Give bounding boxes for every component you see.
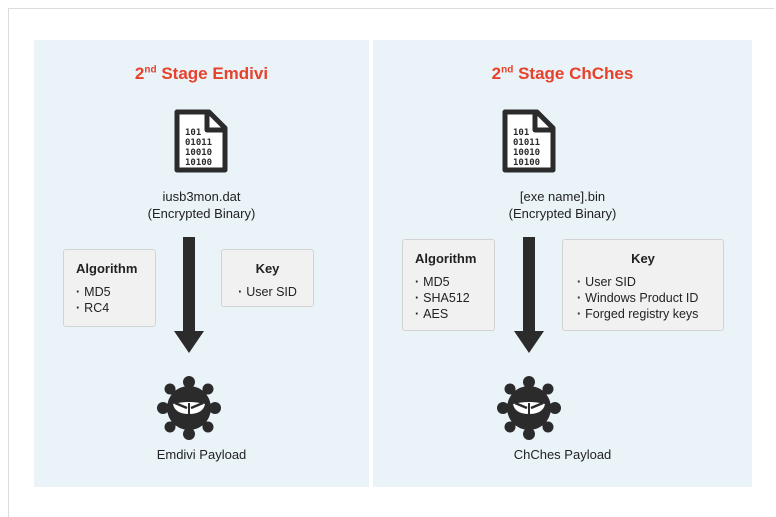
down-arrow-icon bbox=[514, 237, 544, 353]
key-title: Key bbox=[631, 251, 655, 266]
list-item: MD5 bbox=[76, 284, 143, 300]
list-item: Forged registry keys bbox=[577, 306, 709, 322]
emdivi-algorithm-box: Algorithm MD5 RC4 bbox=[63, 249, 156, 327]
binary-file-icon: 101 01011 10010 10100 bbox=[502, 109, 556, 173]
emdivi-panel: 2nd Stage Emdivi 101 01011 10010 10100 i… bbox=[34, 40, 369, 487]
algorithm-list: MD5 SHA512 AES bbox=[415, 274, 482, 322]
svg-text:01011: 01011 bbox=[185, 138, 212, 148]
emdivi-payload-label: Emdivi Payload bbox=[156, 447, 247, 462]
virus-icon bbox=[157, 376, 221, 440]
list-item: SHA512 bbox=[415, 290, 482, 306]
svg-text:10010: 10010 bbox=[185, 148, 212, 158]
key-list: User SID Windows Product ID Forged regis… bbox=[577, 274, 709, 322]
emdivi-key-box: Key User SID bbox=[221, 249, 314, 307]
list-item: User SID bbox=[577, 274, 709, 290]
svg-text:10010: 10010 bbox=[513, 148, 540, 158]
svg-text:10100: 10100 bbox=[513, 158, 540, 168]
key-list: User SID bbox=[232, 284, 303, 300]
list-item: RC4 bbox=[76, 300, 143, 316]
chches-title: 2nd Stage ChChes bbox=[491, 64, 634, 83]
svg-text:101: 101 bbox=[185, 128, 201, 138]
svg-text:01011: 01011 bbox=[513, 138, 540, 148]
svg-text:10100: 10100 bbox=[185, 158, 212, 168]
virus-icon bbox=[497, 376, 561, 440]
chches-key-box: Key User SID Windows Product ID Forged r… bbox=[562, 239, 724, 331]
emdivi-file-name: iusb3mon.dat (Encrypted Binary) bbox=[147, 189, 256, 221]
list-item: MD5 bbox=[415, 274, 482, 290]
key-title: Key bbox=[255, 261, 280, 276]
list-item: AES bbox=[415, 306, 482, 322]
svg-text:101: 101 bbox=[513, 128, 529, 138]
chches-file-name: [exe name].bin (Encrypted Binary) bbox=[508, 189, 617, 221]
down-arrow-icon bbox=[174, 237, 204, 353]
binary-file-icon: 101 01011 10010 10100 bbox=[174, 109, 228, 173]
list-item: User SID bbox=[232, 284, 303, 300]
algorithm-list: MD5 RC4 bbox=[76, 284, 143, 316]
chches-panel: 2nd Stage ChChes 101 01011 10010 10100 [… bbox=[373, 40, 752, 487]
list-item: Windows Product ID bbox=[577, 290, 709, 306]
chches-payload-label: ChChes Payload bbox=[513, 447, 612, 462]
emdivi-title: 2nd Stage Emdivi bbox=[134, 64, 269, 83]
chches-algorithm-box: Algorithm MD5 SHA512 AES bbox=[402, 239, 495, 331]
algorithm-title: Algorithm bbox=[415, 251, 477, 266]
algorithm-title: Algorithm bbox=[76, 261, 138, 276]
